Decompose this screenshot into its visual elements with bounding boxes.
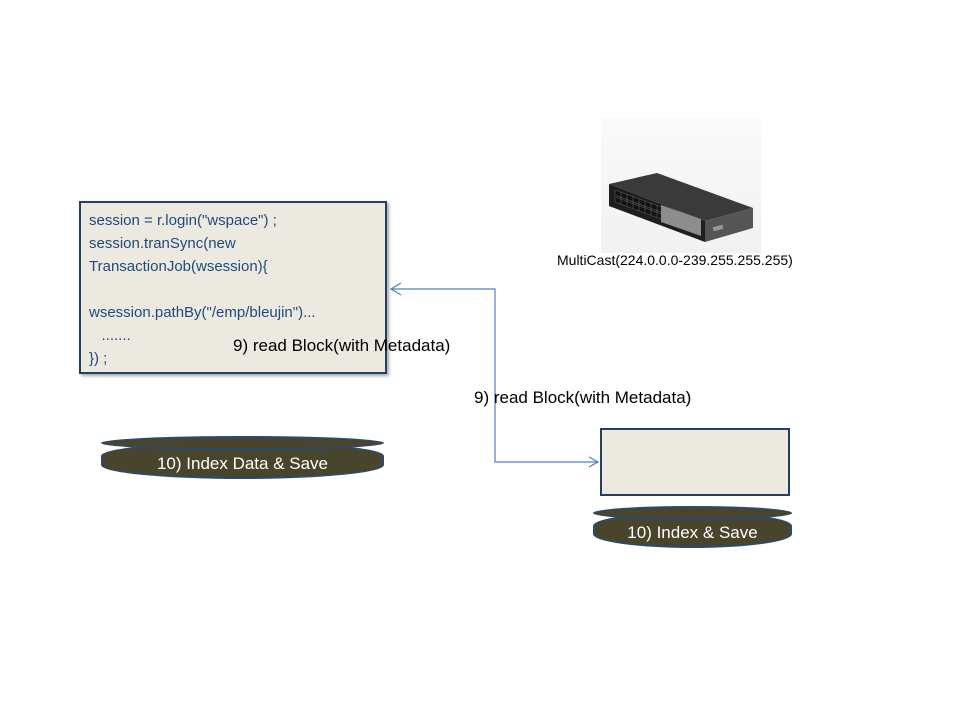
- index-data-save-label: 10) Index Data & Save: [156, 453, 329, 473]
- index-save-label: 10) Index & Save: [627, 523, 758, 542]
- connector-line: [391, 288, 600, 468]
- index-data-save-disk: 10) Index Data & Save: [101, 436, 384, 479]
- multicast-switch: [601, 118, 761, 253]
- server-node-box: [600, 428, 790, 496]
- multicast-label: MultiCast(224.0.0.0-239.255.255.255): [557, 252, 793, 268]
- code-line-3: TransactionJob(wsession){: [89, 258, 268, 275]
- client-code-box: session = r.login("wspace") ; session.tr…: [79, 201, 387, 374]
- read-block-label-top: 9) read Block(with Metadata): [233, 336, 451, 355]
- code-line-6: .......: [89, 327, 131, 344]
- code-line-7: }) ;: [89, 350, 108, 367]
- index-save-disk: 10) Index & Save: [593, 506, 792, 548]
- read-block-label-bottom: 9) read Block(with Metadata): [474, 388, 692, 407]
- code-line-2: session.tranSync(new: [89, 235, 236, 252]
- network-switch-icon: [609, 173, 753, 242]
- connector-arrowhead-left: [389, 282, 402, 296]
- code-line-1: session = r.login("wspace") ;: [89, 212, 277, 229]
- code-line-5: wsession.pathBy("/emp/bleujin")...: [89, 304, 316, 321]
- code-line-4: [89, 278, 377, 301]
